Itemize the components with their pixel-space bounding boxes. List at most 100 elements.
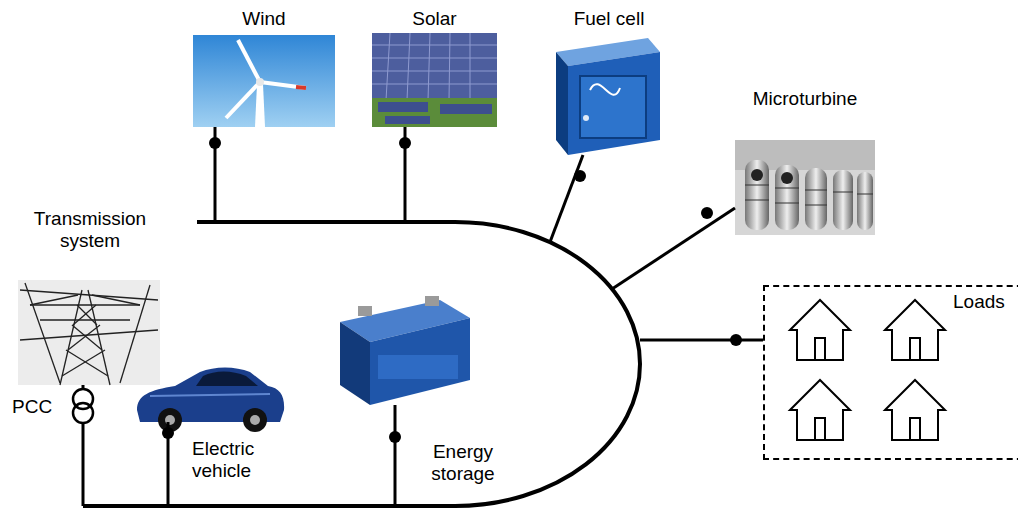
node-label: Electric vehicle [192,438,277,482]
connection-dots [162,137,742,443]
microturbine-picture [775,203,799,204]
microturbine-picture [735,140,875,235]
wind-picture [260,82,306,88]
microturbine-picture [745,185,769,186]
battery-picture [378,355,458,379]
house-symbols [815,338,825,360]
microturbine-picture [745,200,769,201]
battery-picture [358,306,372,316]
wind-picture [296,87,306,88]
electric-vehicle-picture [150,394,270,396]
bus-wires [550,155,583,242]
component-node: Wind [193,5,339,127]
microturbine-picture [857,194,873,195]
component-node: Microturbine [730,88,884,235]
solar-picture [428,33,430,100]
connection-dots [574,170,586,182]
connection-dots [399,137,411,149]
microturbine-picture [775,165,799,230]
solar-picture [372,84,497,85]
battery-picture [425,296,439,306]
node-label: Solar [372,8,497,30]
wind-picture [256,78,264,86]
bus-wires [83,222,640,506]
solar-picture [407,33,410,100]
house-symbols [910,338,920,360]
connection-dots [701,207,713,219]
solar-picture [440,104,492,114]
microturbine-picture [833,170,853,230]
bus-wires [612,208,735,289]
transmission-tower-picture [120,285,150,383]
node-label: Fuel cell [553,8,665,30]
bus-wires [82,423,85,506]
microturbine-picture [751,169,763,181]
solar-picture [386,33,390,100]
transmission-tower-picture [18,280,160,385]
house-symbols [910,418,920,440]
fuel-cell-picture [590,84,620,95]
node-label: Microturbine [730,88,880,110]
house-symbols [790,380,850,440]
house-symbols [815,418,825,440]
node-label: Transmission system [10,208,170,252]
solar-picture [470,33,471,100]
node-label: Wind [193,8,335,30]
electric-vehicle-picture [250,415,260,425]
fuel-cell-picture [580,76,646,138]
transmission-tower-picture [66,350,108,376]
microturbine-picture [857,172,873,230]
battery-picture [340,322,370,405]
solar-picture [385,116,430,124]
transmission-tower-picture [62,350,105,376]
transmission-tower-picture [30,295,78,305]
wind-picture [238,40,260,82]
house-symbols [790,300,945,440]
transmission-tower-picture [20,283,158,385]
solar-picture [372,33,497,100]
transmission-tower-picture [20,330,158,340]
transmission-tower-picture [25,283,60,383]
transmission-tower-picture [68,325,100,350]
transmission-tower-picture [40,319,130,320]
bus-wires [640,339,763,342]
solar-picture [372,33,497,127]
bus-wires [394,405,397,506]
microturbine-picture [745,160,769,230]
battery-picture [340,296,470,405]
wind-picture [193,35,335,127]
wind-picture [226,82,260,118]
transmission-tower-picture [30,304,140,305]
solar-picture [372,45,497,46]
solar-picture [372,98,497,127]
transmission-tower-picture [72,325,102,350]
fuel-cell-picture [568,52,660,155]
transformer-symbol [73,403,93,423]
electric-vehicle-picture [243,408,267,432]
microturbine-picture [781,172,793,184]
transformer-symbol [73,389,93,423]
fuel-cell-picture [556,52,568,155]
component-node: Fuel cell [553,5,669,155]
component-node: Solar [372,5,501,127]
microturbine-picture [745,185,873,205]
fuel-cell-picture [583,115,589,121]
electric-vehicle-picture [137,368,284,433]
connection-dots [389,431,401,443]
solar-picture [378,102,428,112]
node-label: Energy storage [418,441,508,485]
solar-picture [449,33,450,100]
battery-picture [370,318,470,405]
microturbine-picture [833,192,853,193]
transmission-tower-picture [18,280,160,385]
microturbine-picture [805,168,827,230]
solar-picture [372,33,497,127]
microturbine-picture [805,205,827,206]
electric-vehicle-picture [196,372,258,387]
component-node: Energy storage [335,295,512,495]
solar-picture [372,58,497,59]
